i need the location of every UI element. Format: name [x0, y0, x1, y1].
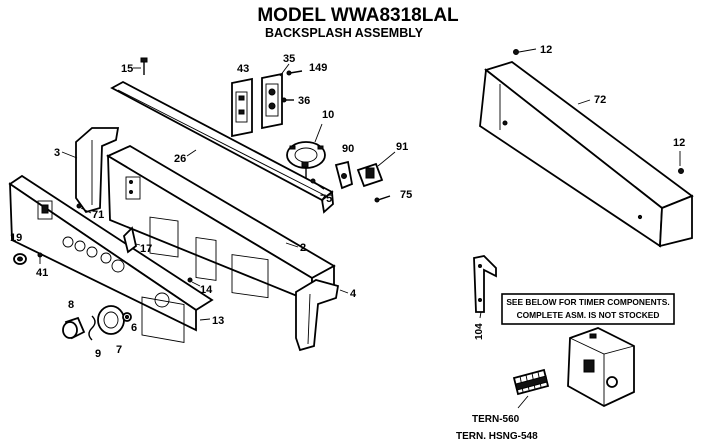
part-72-backsplash — [479, 61, 694, 248]
callout-12-a: 12 — [540, 44, 552, 56]
part-4-end-cap — [295, 279, 340, 352]
part-13-front-panel — [8, 174, 214, 343]
callout-26: 26 — [174, 153, 186, 165]
part-26-trim-strip — [110, 80, 334, 214]
part-2-console-body — [106, 144, 336, 304]
callout-41: 41 — [36, 267, 48, 279]
terminal-housing-label: TERN. HSNG-548 — [456, 431, 538, 442]
part-71-screw — [76, 203, 92, 214]
callout-12-b: 12 — [673, 137, 685, 149]
part-104-bracket — [473, 255, 497, 313]
callout-10: 10 — [322, 109, 334, 121]
callout-104: 104 — [474, 323, 485, 340]
terminal-housing — [512, 368, 550, 409]
callout-3: 3 — [54, 147, 60, 159]
callout-15: 15 — [121, 63, 133, 75]
part-3-end-cap — [75, 127, 120, 214]
part-35-switch-bracket — [261, 72, 283, 130]
callout-8: 8 — [68, 299, 74, 311]
part-12-screw-top — [513, 48, 537, 55]
part-10-selector-switch — [286, 141, 326, 178]
note-line-1: SEE BELOW FOR TIMER COMPONENTS. — [506, 297, 669, 307]
note-line-2: COMPLETE ASM. IS NOT STOCKED — [517, 310, 660, 320]
callout-4: 4 — [350, 288, 357, 300]
callout-43: 43 — [237, 63, 249, 75]
part-75-screw-a — [310, 178, 325, 190]
part-41-screw — [37, 252, 43, 264]
callout-90: 90 — [342, 143, 354, 155]
callout-2: 2 — [300, 242, 306, 254]
part-7-dial — [97, 305, 125, 335]
part-17-bracket — [123, 226, 141, 254]
callout-19: 19 — [10, 232, 22, 244]
timer-note-box: SEE BELOW FOR TIMER COMPONENTS. COMPLETE… — [501, 293, 675, 325]
timer-assembly — [567, 327, 635, 408]
callout-72: 72 — [594, 94, 606, 106]
part-91-switch — [356, 162, 384, 188]
callout-13: 13 — [212, 315, 224, 327]
part-19-knob — [13, 253, 27, 265]
part-36-screw — [281, 97, 294, 103]
callout-75-a: 75 — [320, 193, 332, 205]
part-43-bracket — [231, 77, 253, 138]
callout-6: 6 — [131, 322, 137, 334]
callout-36: 36 — [298, 95, 310, 107]
callout-14: 14 — [200, 284, 213, 296]
callout-35: 35 — [283, 53, 295, 65]
part-6-screw — [122, 312, 132, 322]
terminal-label: TERN-560 — [472, 414, 520, 425]
part-90-clip — [334, 160, 354, 190]
callout-17: 17 — [140, 243, 152, 255]
part-14-screw — [187, 277, 201, 287]
diagram-title: MODEL WWA8318LAL — [257, 5, 459, 26]
part-75-screw-b — [374, 195, 391, 203]
callout-7: 7 — [116, 344, 122, 356]
callout-91: 91 — [396, 141, 408, 153]
diagram-subtitle: BACKSPLASH ASSEMBLY — [265, 26, 424, 40]
part-9-clip — [88, 315, 96, 341]
part-15-screw — [133, 57, 148, 75]
callout-9: 9 — [95, 348, 101, 360]
callout-149: 149 — [309, 62, 327, 74]
callout-75-b: 75 — [400, 189, 412, 201]
part-12-screw-right — [678, 151, 684, 174]
part-149-screw — [286, 70, 303, 76]
callout-71: 71 — [92, 209, 104, 221]
part-8-knob — [62, 316, 86, 340]
